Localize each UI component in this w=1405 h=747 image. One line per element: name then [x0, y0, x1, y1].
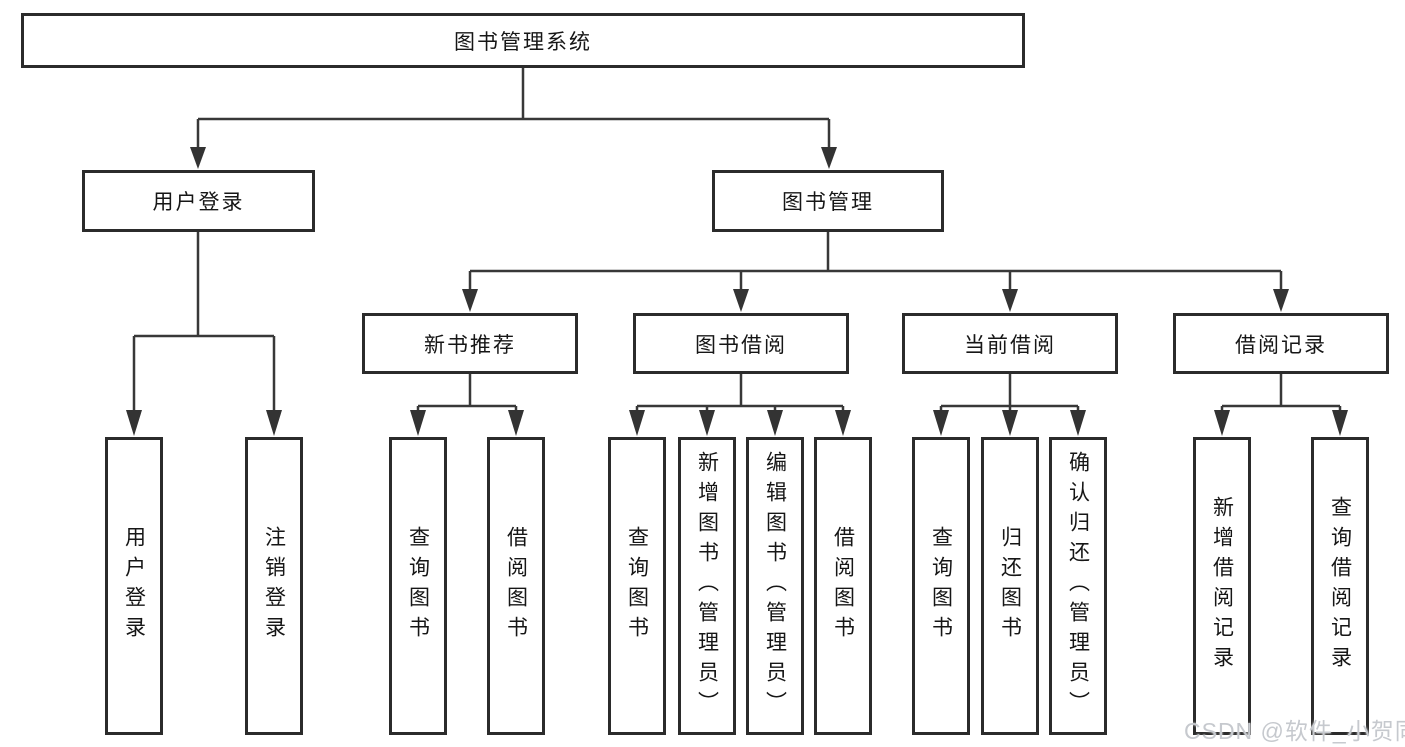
connector-book-management-to-groups	[462, 232, 1289, 312]
node-new-book-recommend: 新书推荐	[362, 313, 578, 374]
node-current-borrowing: 当前借阅	[902, 313, 1118, 374]
leaf-add-borrow-record: 新增借阅记录	[1193, 437, 1251, 735]
leaf-borrow-books-borrowing: 借阅图书	[814, 437, 872, 735]
node-book-management: 图书管理	[712, 170, 944, 232]
leaf-query-books-borrowing: 查询图书	[608, 437, 666, 735]
connector-root-to-branches	[190, 68, 837, 169]
leaf-add-book-admin: 新增图书（管理员）	[678, 437, 736, 735]
connector-new-book-recommend-to-leaves	[410, 374, 524, 436]
leaf-query-borrow-record: 查询借阅记录	[1311, 437, 1369, 735]
leaf-confirm-return-admin: 确认归还（管理员）	[1049, 437, 1107, 735]
node-borrow-records: 借阅记录	[1173, 313, 1389, 374]
leaf-return-books: 归还图书	[981, 437, 1039, 735]
node-root-system: 图书管理系统	[21, 13, 1025, 68]
leaf-query-books-current: 查询图书	[912, 437, 970, 735]
connector-book-borrowing-to-leaves	[629, 374, 851, 436]
leaf-query-books-recommend: 查询图书	[389, 437, 447, 735]
leaf-borrow-books-recommend: 借阅图书	[487, 437, 545, 735]
leaf-logout: 注销登录	[245, 437, 303, 735]
leaf-edit-book-admin: 编辑图书（管理员）	[746, 437, 804, 735]
connector-user-login-to-children	[126, 232, 282, 436]
node-book-borrowing: 图书借阅	[633, 313, 849, 374]
node-user-login: 用户登录	[82, 170, 315, 232]
leaf-user-login: 用户登录	[105, 437, 163, 735]
connector-borrow-records-to-leaves	[1214, 374, 1348, 436]
csdn-watermark: CSDN @软件_小贺同学	[1184, 718, 1405, 744]
connector-current-borrowing-to-leaves	[933, 374, 1086, 436]
